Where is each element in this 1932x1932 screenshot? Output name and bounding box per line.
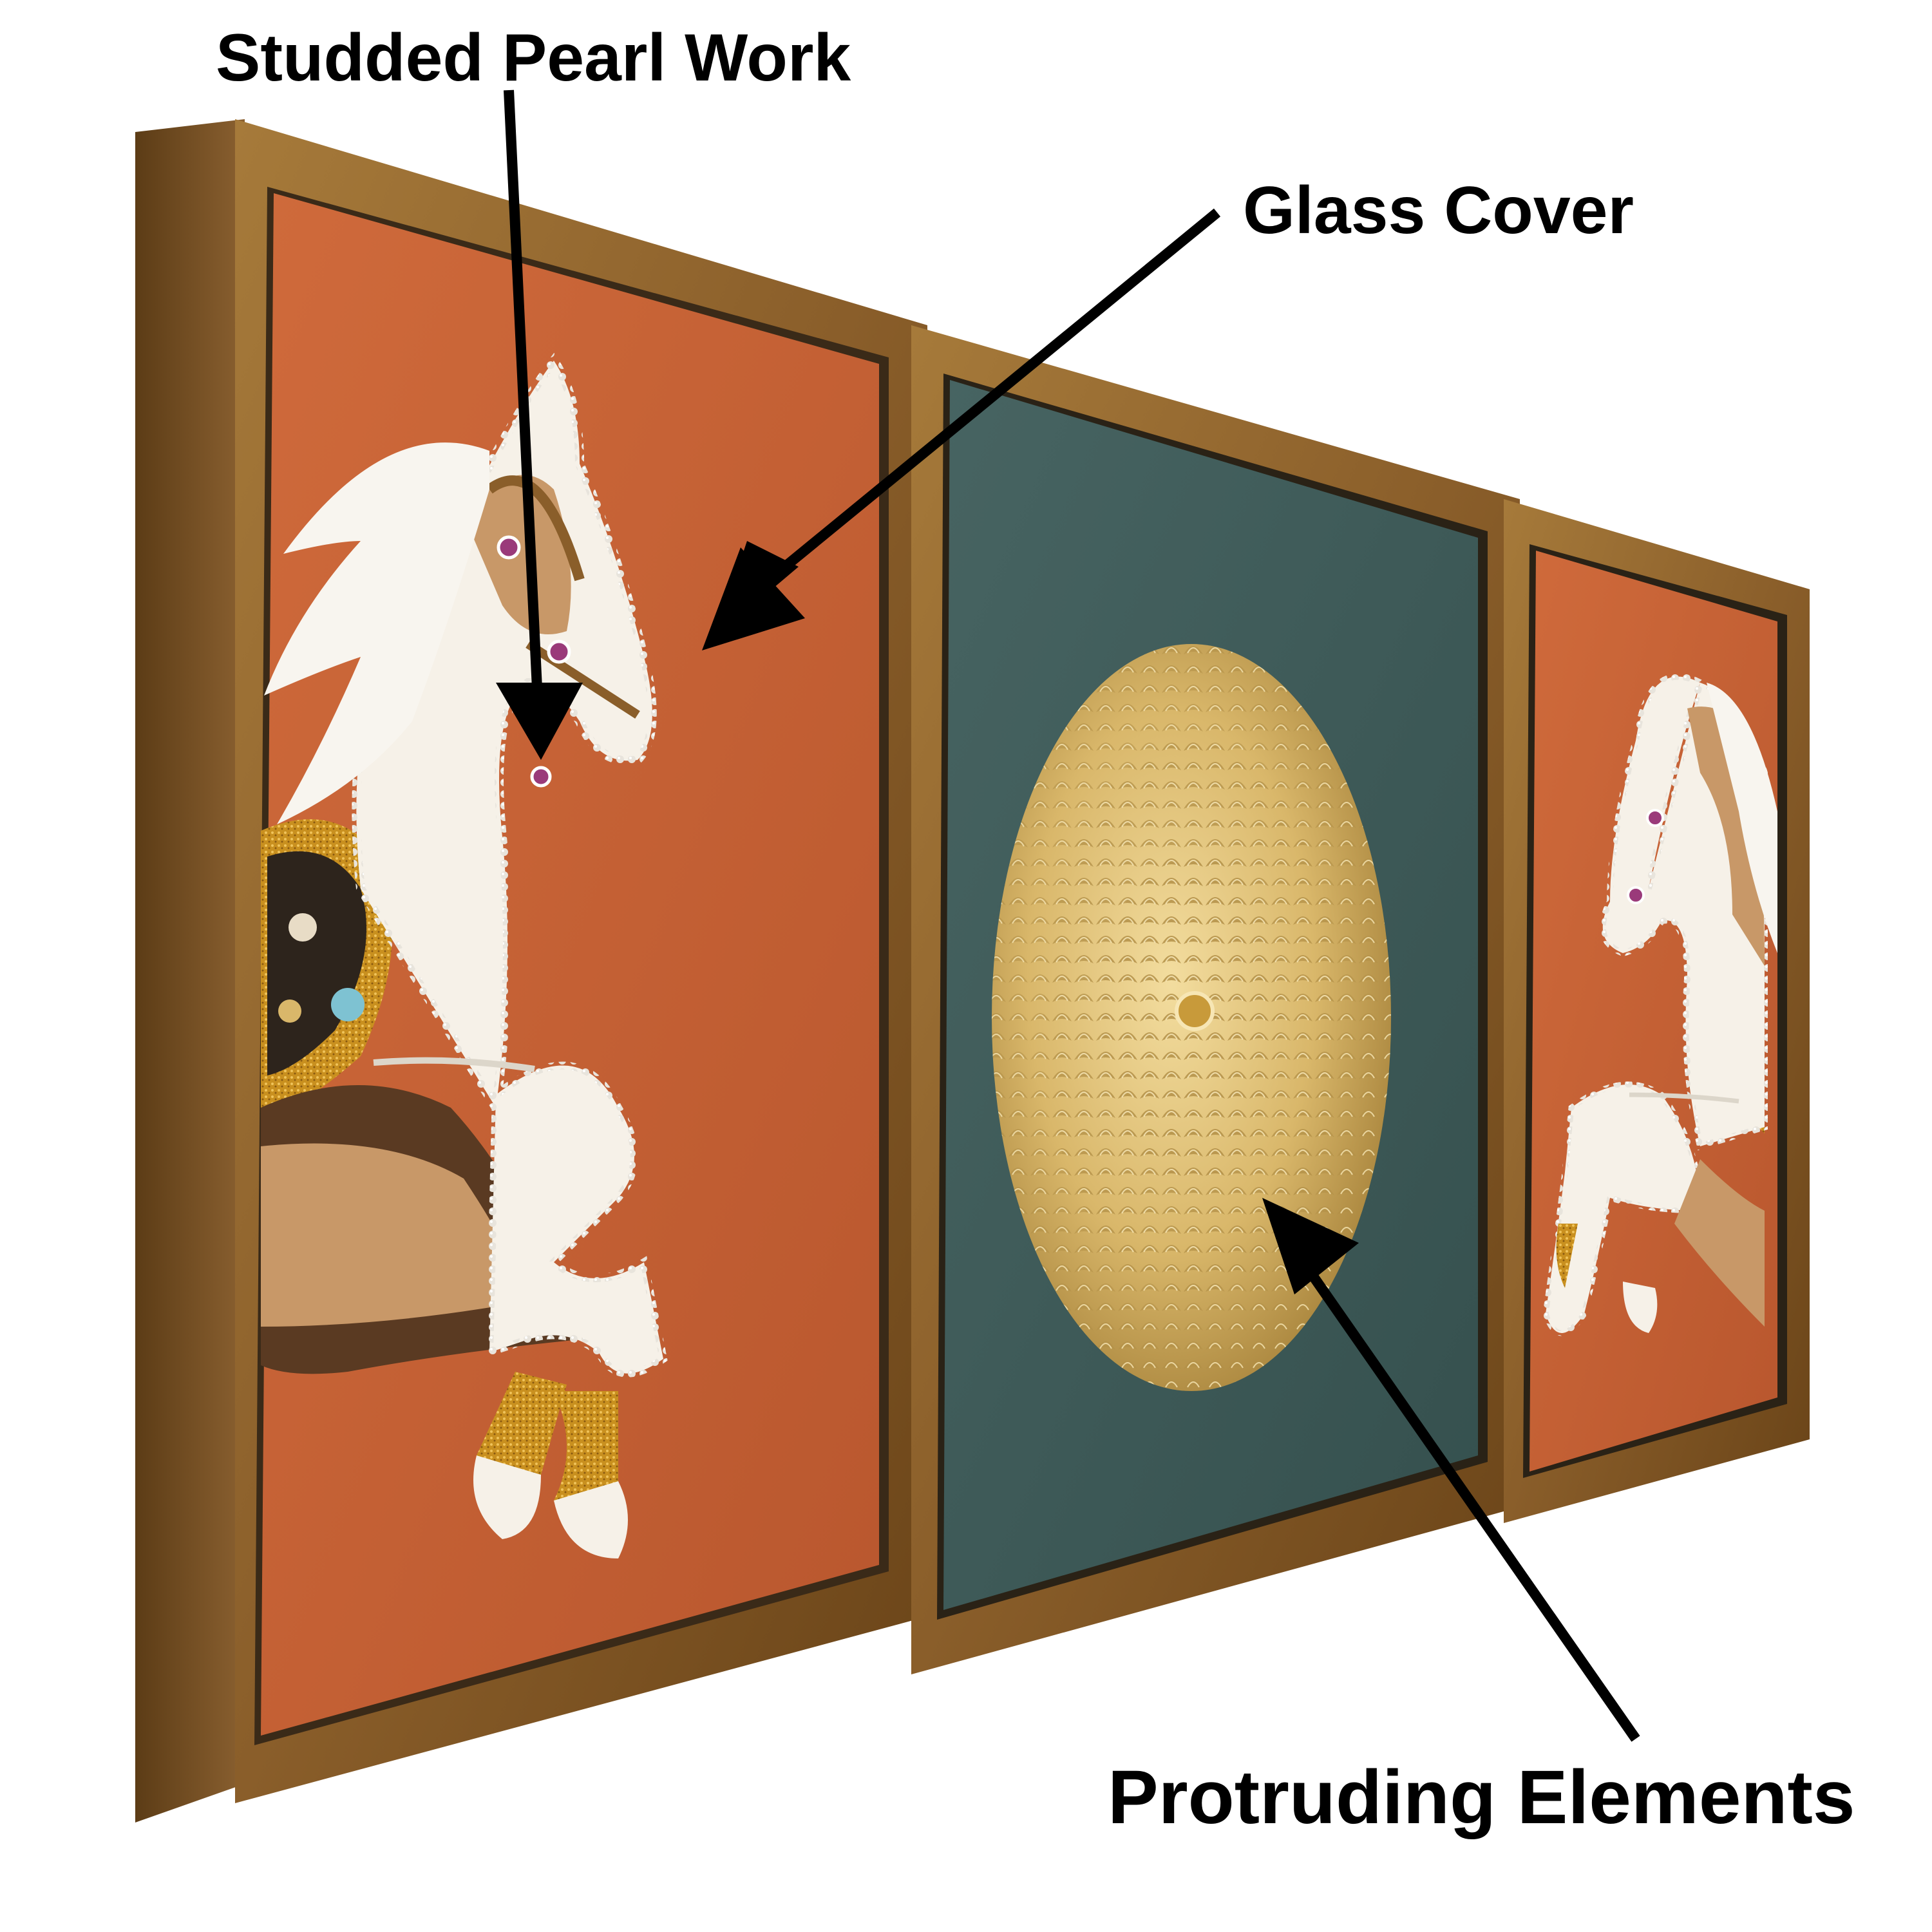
gold-flower [992, 644, 1391, 1391]
label-studded-pearl-work: Studded Pearl Work [216, 21, 851, 95]
left-horse-stud [497, 535, 521, 560]
label-protruding-elements: Protruding Elements [1108, 1755, 1855, 1840]
left-horse [261, 352, 668, 1558]
left-frame [135, 119, 927, 1823]
right-horse [1542, 673, 1777, 1336]
arrow-protruding [1262, 1198, 1640, 1742]
label-glass-cover: Glass Cover [1243, 173, 1634, 248]
flower-center [1175, 991, 1215, 1031]
arrow-glass [702, 208, 1221, 650]
arrow-studded [496, 90, 583, 760]
